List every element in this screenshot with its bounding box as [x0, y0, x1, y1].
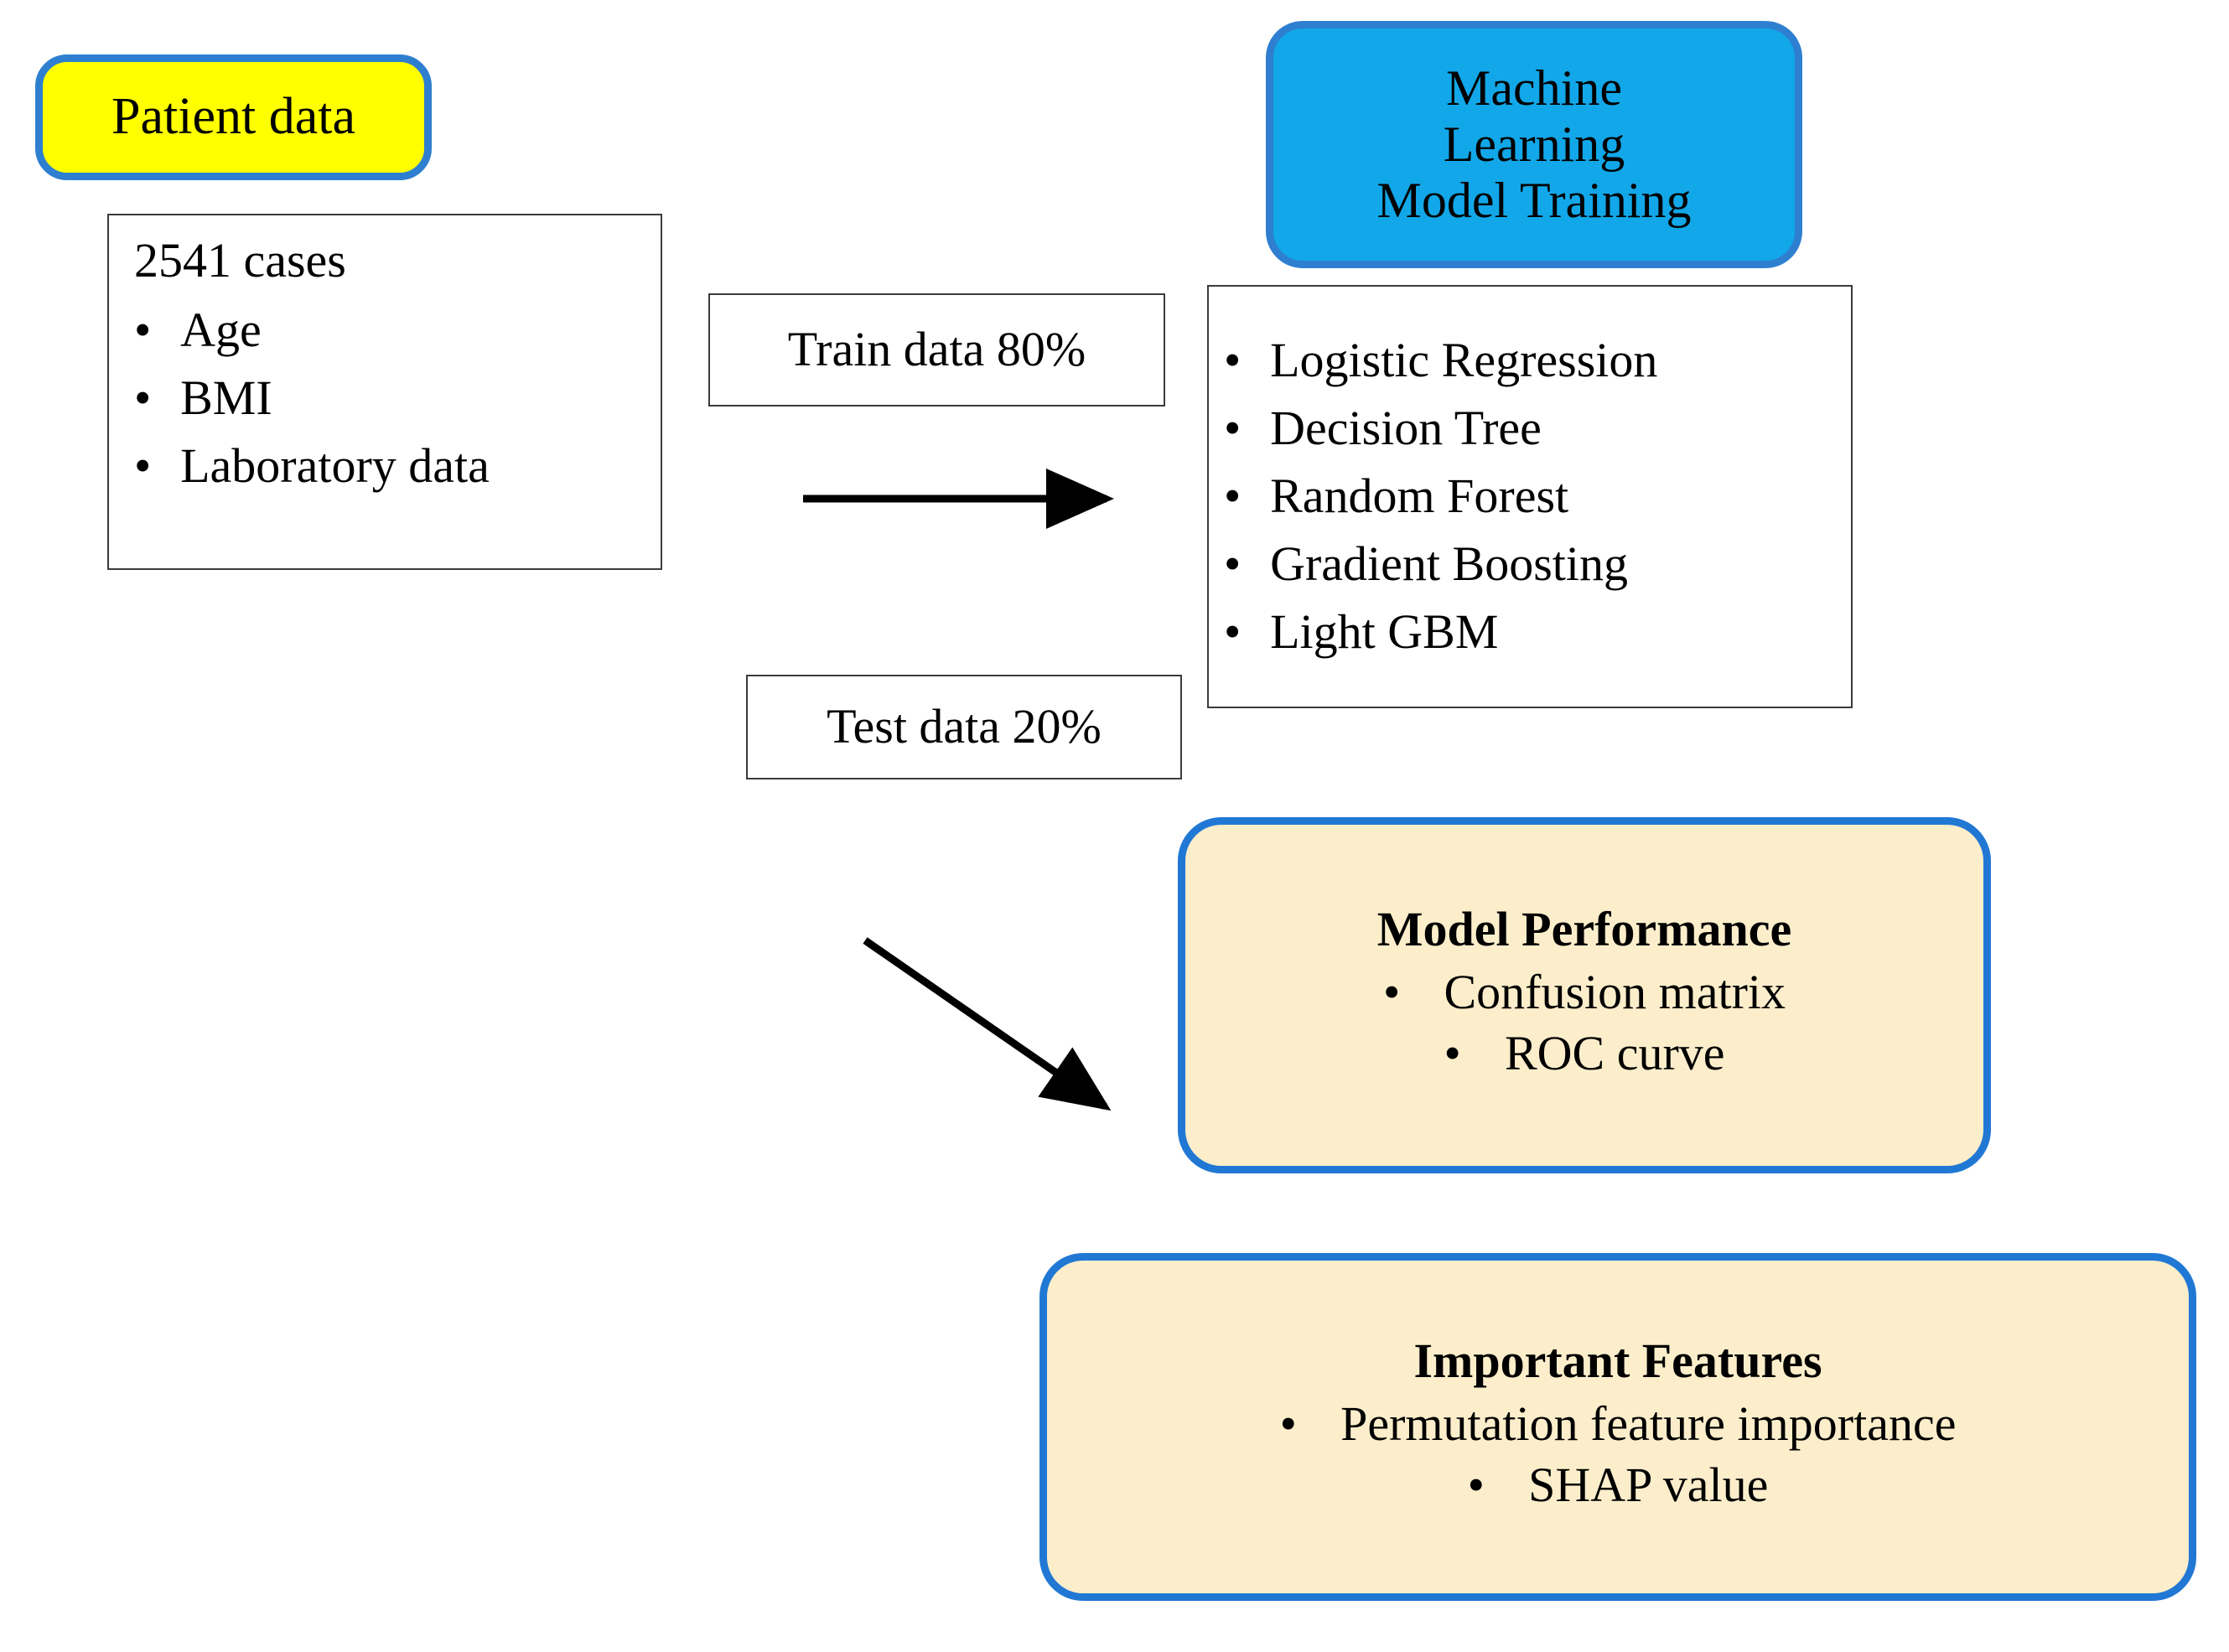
list-item: • Decision Tree [1224, 401, 1657, 456]
list-item: • SHAP value [1468, 1458, 1769, 1513]
algorithm-list: • Logistic Regression • Decision Tree • … [1224, 333, 1658, 660]
list-item-label: Permutation feature importance [1340, 1396, 1957, 1452]
train-split-box: Train data 80% [708, 293, 1165, 407]
bullet-icon: • [1224, 536, 1242, 591]
bullet-icon: • [134, 438, 152, 493]
list-item: • Gradient Boosting [1224, 536, 1657, 592]
algorithms-box: • Logistic Regression • Decision Tree • … [1207, 285, 1853, 708]
bullet-icon: • [134, 302, 152, 357]
list-item-label: ROC curve [1504, 1025, 1725, 1080]
list-item-label: Logistic Regression [1270, 333, 1658, 388]
important-features-list: • Permutation feature importance • SHAP … [1279, 1396, 1957, 1520]
ml-training-line-3: Model Training [1376, 173, 1692, 229]
ml-training-line-1: Machine [1446, 60, 1622, 116]
test-split-label: Test data 20% [827, 699, 1102, 754]
patient-data-node[interactable]: Patient data [35, 54, 432, 180]
bullet-icon: • [1224, 603, 1242, 659]
list-item: • Age [134, 303, 490, 358]
list-item: • Laboratory data [134, 438, 490, 494]
list-item: • BMI [134, 370, 490, 426]
ml-model-training-node[interactable]: Machine Learning Model Training [1266, 21, 1802, 268]
case-count-label: 2541 cases [134, 233, 346, 287]
test-data-arrow [863, 937, 1112, 1111]
patient-feature-list: • Age • BMI • Laboratory data [134, 303, 490, 494]
bullet-icon: • [1279, 1396, 1297, 1452]
list-item-label: Decision Tree [1270, 401, 1542, 456]
list-item-label: SHAP value [1528, 1457, 1769, 1512]
model-performance-node[interactable]: Model Performance • Confusion matrix • R… [1178, 817, 1991, 1173]
important-features-title: Important Features [1413, 1334, 1822, 1389]
ml-training-line-2: Learning [1443, 116, 1625, 172]
list-item-label: Random Forest [1270, 469, 1569, 524]
bullet-icon: • [1224, 333, 1242, 388]
list-item-label: Laboratory data [180, 438, 490, 493]
list-item: • Permutation feature importance [1279, 1396, 1957, 1452]
list-item: • ROC curve [1444, 1025, 1725, 1081]
important-features-node[interactable]: Important Features • Permutation feature… [1039, 1253, 2196, 1601]
bullet-icon: • [134, 370, 152, 425]
list-item-label: Age [180, 302, 262, 357]
model-performance-list: • Confusion matrix • ROC curve [1382, 965, 1786, 1088]
bullet-icon: • [1224, 401, 1242, 456]
list-item-label: BMI [180, 370, 272, 425]
bullet-icon: • [1382, 965, 1401, 1020]
list-item: • Confusion matrix [1382, 965, 1786, 1020]
list-item: • Random Forest [1224, 469, 1657, 524]
bullet-icon: • [1467, 1457, 1485, 1512]
list-item-label: Light GBM [1270, 603, 1499, 659]
train-split-label: Train data 80% [787, 322, 1086, 377]
list-item: • Light GBM [1224, 603, 1657, 660]
bullet-icon: • [1224, 469, 1242, 524]
list-item: • Logistic Regression [1224, 333, 1658, 388]
list-item-label: Gradient Boosting [1270, 536, 1628, 591]
bullet-icon: • [1444, 1025, 1461, 1080]
test-split-box: Test data 20% [746, 675, 1182, 779]
patient-data-label: Patient data [111, 88, 355, 146]
list-item-label: Confusion matrix [1444, 965, 1786, 1020]
patient-details-box: 2541 cases • Age • BMI • Laboratory data [107, 214, 662, 570]
model-performance-title: Model Performance [1376, 902, 1792, 957]
